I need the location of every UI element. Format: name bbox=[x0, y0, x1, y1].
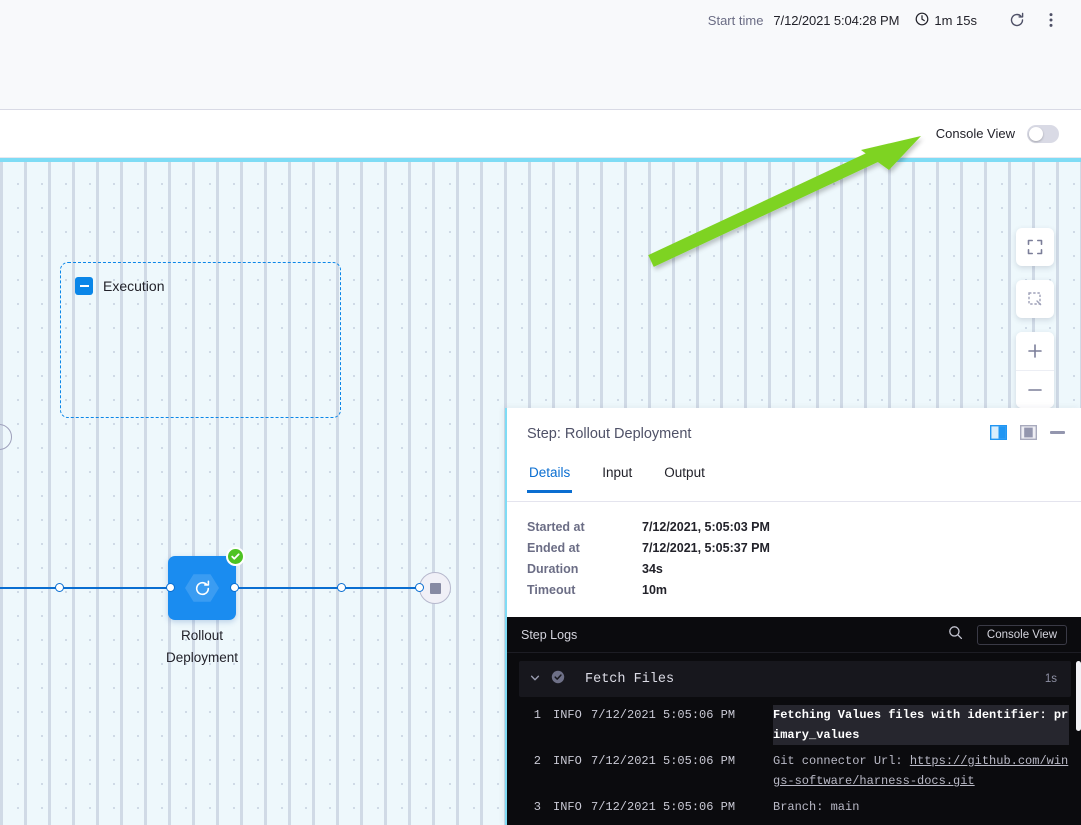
detail-key: Ended at bbox=[527, 541, 580, 555]
refresh-icon[interactable] bbox=[1005, 8, 1029, 32]
search-icon[interactable] bbox=[948, 625, 963, 645]
edge-to-step bbox=[62, 587, 172, 589]
edge-incoming bbox=[0, 587, 62, 589]
log-section-duration: 1s bbox=[1044, 673, 1057, 685]
execution-header: Start time 7/12/2021 5:04:28 PM 1m 15s bbox=[0, 0, 1081, 110]
log-line-number: 3 bbox=[533, 800, 541, 814]
tab-output[interactable]: Output bbox=[664, 465, 705, 480]
console-view-toggle[interactable] bbox=[1027, 124, 1059, 143]
panel-left-icon[interactable] bbox=[990, 425, 1007, 440]
log-section-name: Fetch Files bbox=[585, 671, 675, 687]
detail-row: Duration 34s bbox=[527, 562, 1081, 576]
tab-input[interactable]: Input bbox=[602, 465, 633, 480]
log-line-message: Fetching Values files with identifier: p… bbox=[773, 705, 1069, 745]
edge-dot-group-in bbox=[55, 583, 64, 592]
log-line-level: INFO bbox=[553, 754, 582, 768]
clock-icon bbox=[915, 12, 929, 29]
step-logs-panel: Step Logs Console View Fetch Files 1s bbox=[507, 617, 1081, 825]
edge-to-end bbox=[232, 587, 424, 589]
toggle-knob bbox=[1029, 126, 1043, 141]
step-panel-actions bbox=[990, 425, 1065, 440]
success-check-icon bbox=[226, 547, 245, 566]
detail-row: Timeout 10m bbox=[527, 583, 1081, 597]
execution-group-label: Execution bbox=[103, 278, 165, 294]
header-meta-group: Start time 7/12/2021 5:04:28 PM 1m 15s bbox=[708, 8, 1063, 32]
collapse-group-button[interactable] bbox=[75, 277, 93, 295]
zoom-in-button[interactable] bbox=[1016, 332, 1054, 370]
log-line-time: 7/12/2021 5:05:06 PM bbox=[591, 754, 736, 768]
end-node[interactable] bbox=[419, 572, 451, 604]
step-label-line2: Deployment bbox=[165, 650, 239, 665]
fit-screen-icon bbox=[1027, 239, 1043, 255]
minus-icon bbox=[1028, 388, 1042, 391]
fit-to-screen-button[interactable] bbox=[1016, 228, 1054, 266]
zoom-out-button[interactable] bbox=[1016, 370, 1054, 408]
step-details-panel: Step: Rollout Deployment Details Input O… bbox=[505, 408, 1081, 825]
log-line-message[interactable]: Git connector Url: https://github.com/wi… bbox=[773, 754, 1069, 788]
console-view-label: Console View bbox=[935, 126, 1015, 141]
step-logs-title: Step Logs bbox=[521, 627, 578, 642]
step-logs-header: Step Logs Console View bbox=[507, 617, 1081, 653]
log-line-number: 1 bbox=[533, 708, 541, 722]
logs-console-view-button[interactable]: Console View bbox=[976, 624, 1067, 645]
log-section-fetch-files[interactable]: Fetch Files 1s bbox=[519, 661, 1071, 697]
detail-key: Started at bbox=[527, 520, 585, 534]
log-line: 3 INFO 7/12/2021 5:05:06 PM Branch: main bbox=[507, 797, 1081, 817]
duration-text: 1m 15s bbox=[934, 12, 977, 28]
log-line-link[interactable]: https://github.com/wings-software/harnes… bbox=[773, 754, 1069, 788]
detail-key: Duration bbox=[527, 562, 579, 576]
detail-value: 7/12/2021, 5:05:03 PM bbox=[642, 520, 770, 534]
log-line-level: INFO bbox=[553, 708, 582, 722]
zoom-to-selection-button[interactable] bbox=[1016, 280, 1054, 318]
zoom-stack bbox=[1016, 332, 1054, 408]
step-panel-header: Step: Rollout Deployment bbox=[507, 408, 1081, 462]
log-line: 2 INFO 7/12/2021 5:05:06 PM Git connecto… bbox=[507, 751, 1081, 791]
detail-value: 34s bbox=[642, 562, 663, 576]
detail-value: 7/12/2021, 5:05:37 PM bbox=[642, 541, 770, 555]
start-time-value: 7/12/2021 5:04:28 PM bbox=[773, 12, 900, 28]
canvas-zoom-controls bbox=[1016, 228, 1054, 408]
log-lines-list[interactable]: 1 INFO 7/12/2021 5:05:06 PM Fetching Val… bbox=[507, 697, 1081, 817]
chevron-down-icon[interactable] bbox=[529, 672, 541, 687]
log-line-level: INFO bbox=[553, 800, 582, 814]
step-panel-title: Step: Rollout Deployment bbox=[527, 426, 692, 442]
more-vertical-icon[interactable] bbox=[1039, 8, 1063, 32]
edge-dot-end-in bbox=[415, 583, 424, 592]
selection-box-icon bbox=[1028, 292, 1042, 306]
step-node-rollout-deployment[interactable] bbox=[168, 547, 245, 620]
log-line: 1 INFO 7/12/2021 5:05:06 PM Fetching Val… bbox=[507, 705, 1081, 745]
detail-row: Ended at 7/12/2021, 5:05:37 PM bbox=[527, 541, 1081, 555]
panel-right-icon[interactable] bbox=[1020, 425, 1037, 440]
minimize-icon[interactable] bbox=[1050, 431, 1065, 434]
detail-key: Timeout bbox=[527, 583, 576, 597]
detail-row: Started at 7/12/2021, 5:05:03 PM bbox=[527, 520, 1081, 534]
step-logs-actions: Console View bbox=[948, 624, 1067, 645]
step-node-label: Rollout Deployment bbox=[140, 625, 264, 669]
start-time-label: Start time bbox=[707, 12, 764, 28]
log-line-message: Branch: main bbox=[773, 800, 860, 814]
edge-dot-step-in bbox=[166, 583, 175, 592]
execution-duration: 1m 15s bbox=[915, 12, 977, 29]
plus-icon bbox=[1028, 344, 1042, 358]
rollout-refresh-icon bbox=[185, 574, 219, 602]
execution-group-header[interactable]: Execution bbox=[75, 277, 164, 295]
tab-details[interactable]: Details bbox=[527, 462, 573, 493]
step-label-line1: Rollout bbox=[180, 628, 224, 643]
log-line-number: 2 bbox=[533, 754, 541, 768]
step-details-list: Started at 7/12/2021, 5:05:03 PM Ended a… bbox=[507, 502, 1081, 597]
check-circle-icon bbox=[551, 670, 565, 689]
execution-group-box[interactable]: Execution bbox=[60, 262, 341, 418]
console-view-bar: Console View bbox=[0, 110, 1081, 158]
step-panel-tabs: Details Input Output bbox=[507, 462, 1081, 502]
stop-square-icon bbox=[429, 582, 441, 594]
edge-dot-group-out bbox=[337, 583, 346, 592]
detail-value: 10m bbox=[642, 583, 668, 597]
edge-dot-step-out bbox=[230, 583, 239, 592]
log-line-time: 7/12/2021 5:05:06 PM bbox=[591, 708, 736, 722]
console-view-toggle-group[interactable]: Console View bbox=[935, 124, 1059, 143]
log-scrollbar[interactable] bbox=[1076, 661, 1081, 731]
log-line-time: 7/12/2021 5:05:06 PM bbox=[591, 800, 736, 814]
